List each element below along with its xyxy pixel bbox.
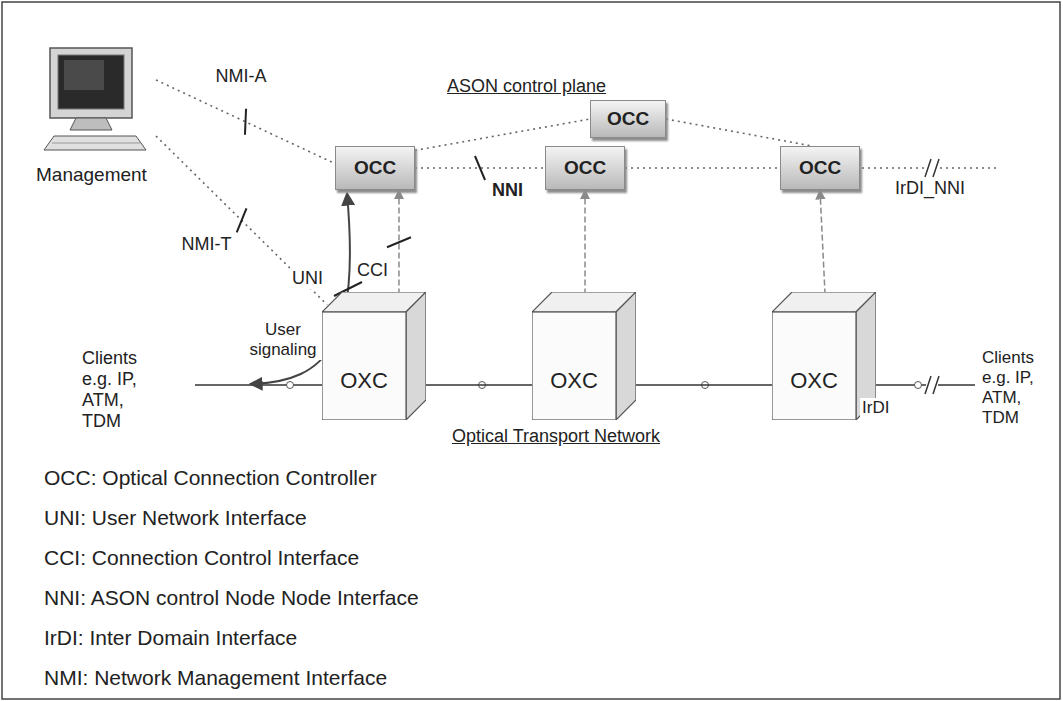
legend-line: IrDI: Inter Domain Interface (42, 626, 299, 650)
transport-link (426, 385, 532, 386)
control-arrow (585, 190, 586, 295)
domain-break (925, 159, 939, 177)
legend-line: OCC: Optical Connection Controller (42, 466, 379, 490)
domain-break (925, 376, 939, 394)
node-label: OCC (607, 108, 649, 130)
client-line (876, 384, 975, 386)
plane-title: ASON control plane (445, 76, 608, 97)
interface-label: UNI (290, 268, 325, 289)
controller-box: OCC (545, 146, 625, 190)
interface-label: IrDI (860, 398, 891, 418)
cube-outline (532, 292, 636, 420)
control-link (666, 119, 812, 146)
interface-label: NMI-A (214, 66, 269, 86)
node-label: OXC (790, 368, 838, 394)
legend-line: UNI: User Network Interface (42, 506, 309, 530)
node-label: OCC (354, 157, 396, 179)
control-arrow (387, 190, 411, 295)
node-label: OCC (799, 157, 841, 179)
network-title: Optical Transport Network (450, 426, 662, 447)
control-arrow (820, 190, 825, 295)
controller-box: OCC (590, 100, 666, 138)
controller-box: OCC (335, 146, 415, 190)
legend-line: NNI: ASON control Node Node Interface (42, 586, 421, 610)
signal-label: User signaling (244, 320, 322, 360)
transport-link (636, 385, 772, 386)
control-link (156, 80, 335, 164)
client-label: Clients e.g. IP, ATM, TDM (80, 348, 164, 432)
control-link (625, 168, 780, 169)
management-terminal: Management (36, 40, 186, 200)
legend-line: NMI: Network Management Interface (42, 666, 389, 690)
node-caption: Management (36, 164, 147, 186)
cross-connect-cube: OXC (322, 292, 426, 420)
interface-label: NMI-T (180, 234, 234, 254)
control-link (415, 156, 545, 180)
controller-box: OCC (780, 146, 860, 190)
node-label: OXC (550, 368, 598, 394)
interface-label: IrDI_NNI (893, 178, 967, 199)
cube-outline (322, 292, 426, 420)
cross-connect-cube: OXC (532, 292, 636, 420)
interface-label: CCI (355, 260, 390, 280)
control-link (156, 136, 327, 305)
interface-label: NNI (490, 180, 525, 200)
node-label: OXC (340, 368, 388, 394)
node-label: OCC (564, 157, 606, 179)
client-label: Clients e.g. IP, ATM, TDM (980, 348, 1058, 428)
legend-line: CCI: Connection Control Interface (42, 546, 361, 570)
